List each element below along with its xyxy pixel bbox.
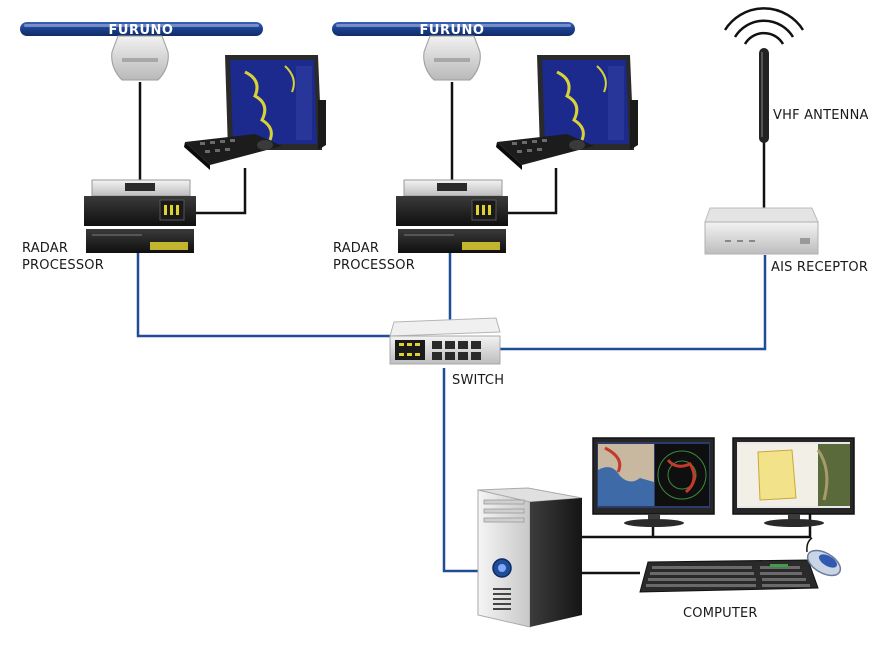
- network-switch: [389, 317, 501, 365]
- radar-antenna-2: FURUNO: [332, 22, 575, 81]
- computer-tower: [477, 487, 583, 628]
- antenna-brand-2: FURUNO: [420, 23, 485, 38]
- vhf-antenna-label: VHF ANTENNA: [773, 108, 869, 123]
- ais-receptor: [704, 207, 819, 255]
- radar-display-1: [184, 55, 326, 170]
- switch-label: SWITCH: [452, 373, 505, 388]
- keyboard: [639, 559, 819, 593]
- ais-network-line: [500, 255, 767, 351]
- monitor-2: [732, 437, 855, 527]
- antenna-brand-1: FURUNO: [109, 23, 174, 38]
- computer-label: COMPUTER: [683, 606, 758, 621]
- radar-processor-1: [84, 179, 196, 253]
- radar-1-network-line: [136, 253, 392, 338]
- display-1-cable: [196, 168, 247, 215]
- vhf-antenna: [723, 7, 805, 143]
- connection-lines: [136, 82, 812, 575]
- ais-receptor-label: AIS RECEPTOR: [771, 260, 869, 275]
- monitor-1: [592, 437, 715, 527]
- radar-processor-1-label: RADAR PROCESSOR: [22, 241, 104, 273]
- display-2-cable: [508, 168, 558, 215]
- computer-network-line: [442, 368, 478, 573]
- radar-processor-2-label: RADAR PROCESSOR: [333, 241, 415, 273]
- radar-antenna-1: FURUNO: [20, 22, 263, 81]
- radar-display-2: [496, 55, 638, 170]
- mouse: [806, 537, 842, 577]
- computer-monitors-cable: [582, 510, 812, 539]
- radar-processor-2: [396, 179, 508, 253]
